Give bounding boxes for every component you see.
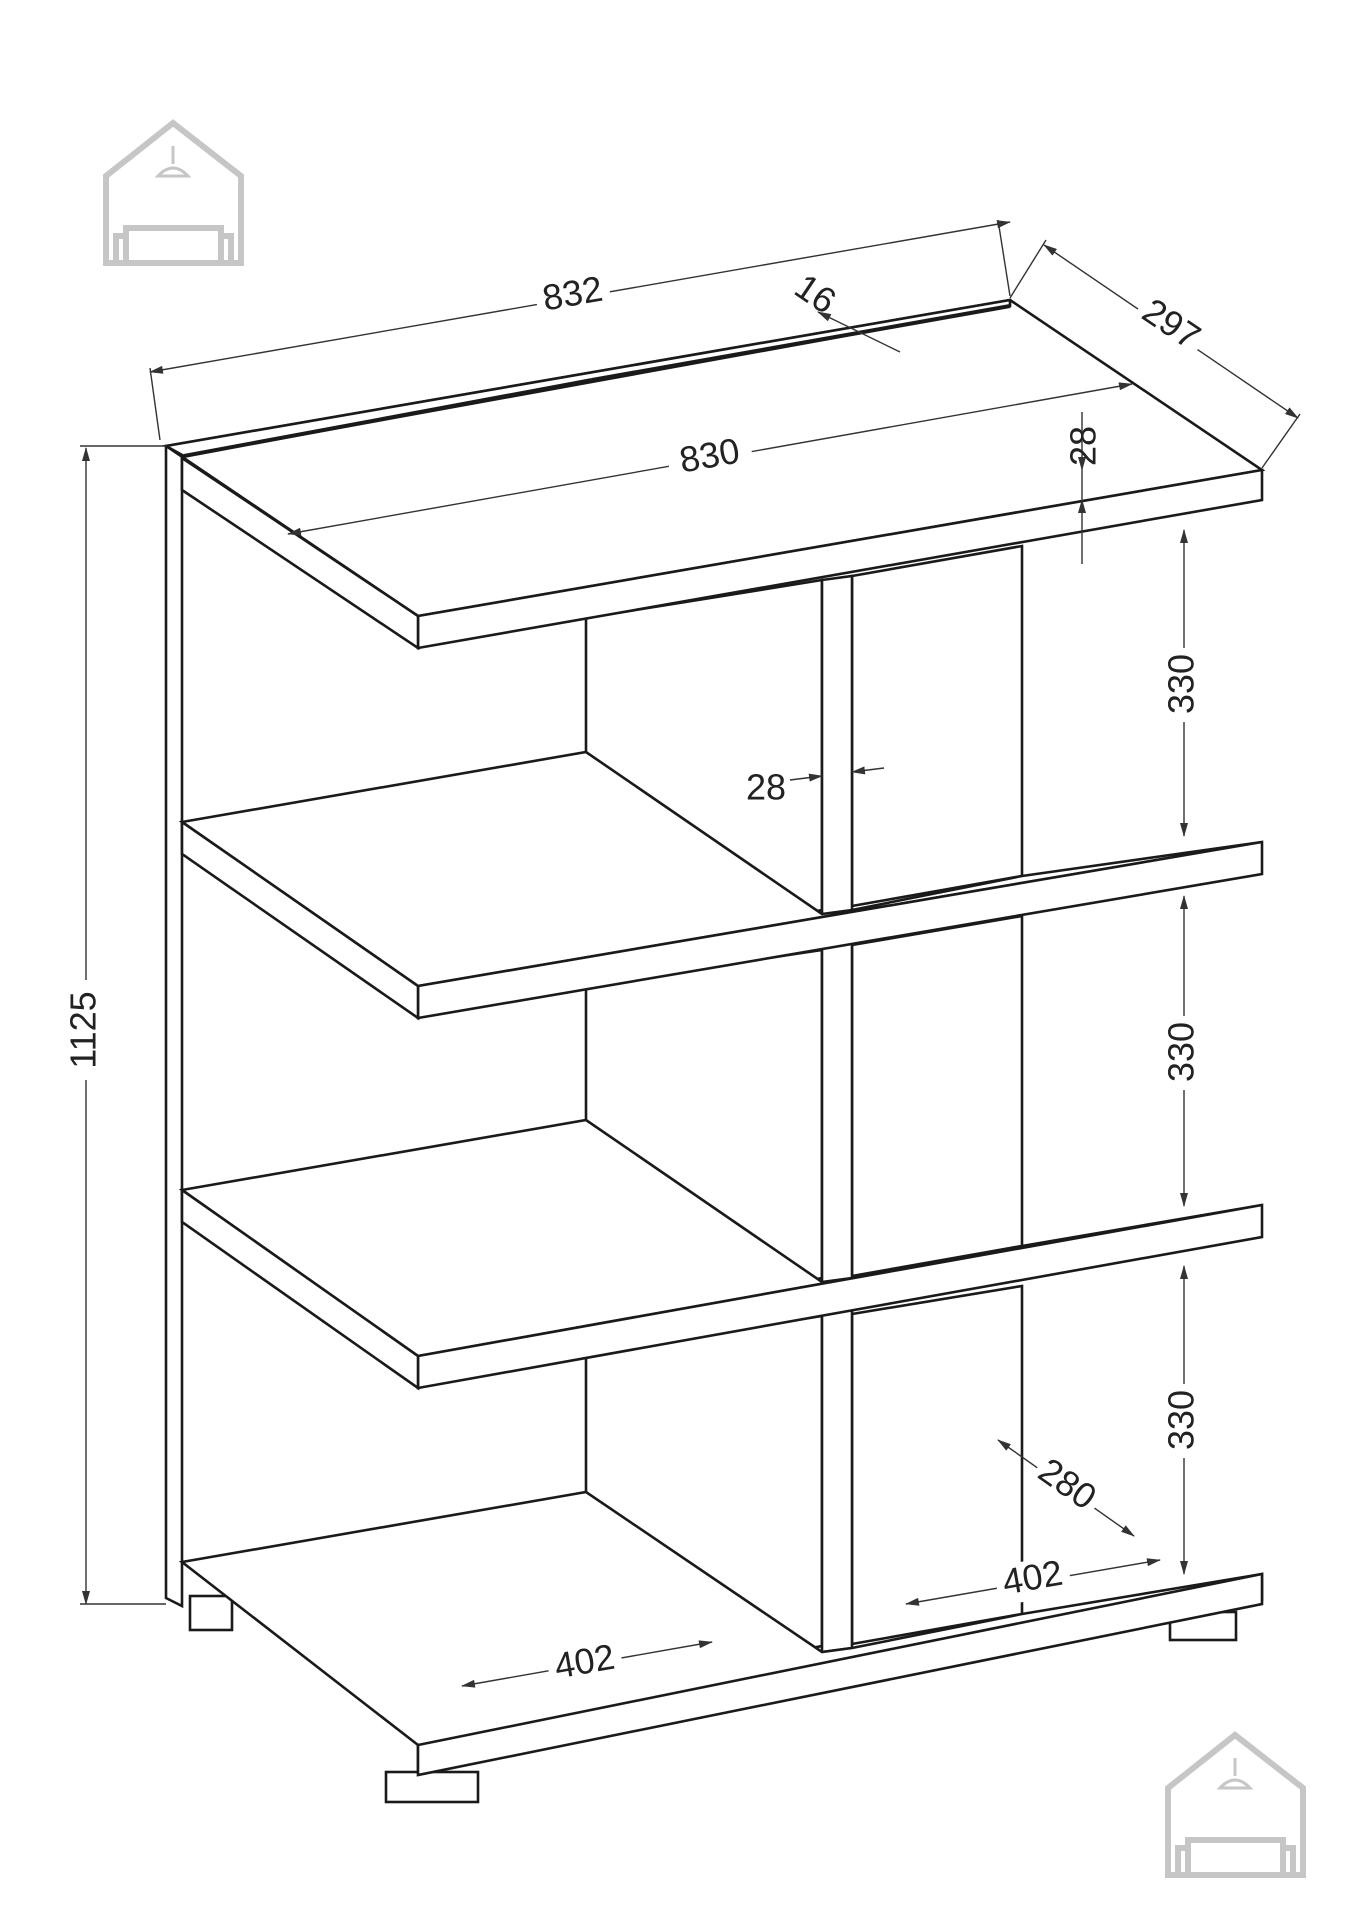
foot [384, 1770, 480, 1804]
dim-divider-thickness: 28 [746, 767, 786, 808]
dim-compartment-height-1: 330 [1161, 654, 1202, 714]
shelf-3-side [180, 1187, 420, 1391]
side-panel [164, 444, 184, 1609]
top-panel-side [180, 455, 420, 651]
vertical-divider [820, 574, 854, 1654]
house-with-sofa-icon [103, 119, 244, 266]
bottom-shelf-front [416, 1572, 1264, 1777]
foot [188, 1594, 234, 1632]
back-panel [850, 914, 1024, 1278]
dim-compartment-height-3: 330 [1161, 1390, 1202, 1450]
dim-top-thickness: 16 [788, 265, 844, 321]
shelf-furniture [162, 298, 1266, 1804]
back-panel [850, 1284, 1024, 1646]
shelf-2-side [180, 819, 420, 1021]
house-with-sofa-icon [1165, 1731, 1306, 1878]
dim-overall-height: 1125 [63, 991, 104, 1068]
back-panel [850, 544, 1024, 908]
dim-compartment-height-2: 330 [1161, 1022, 1202, 1082]
dim-shelf-thickness: 28 [1063, 426, 1104, 466]
